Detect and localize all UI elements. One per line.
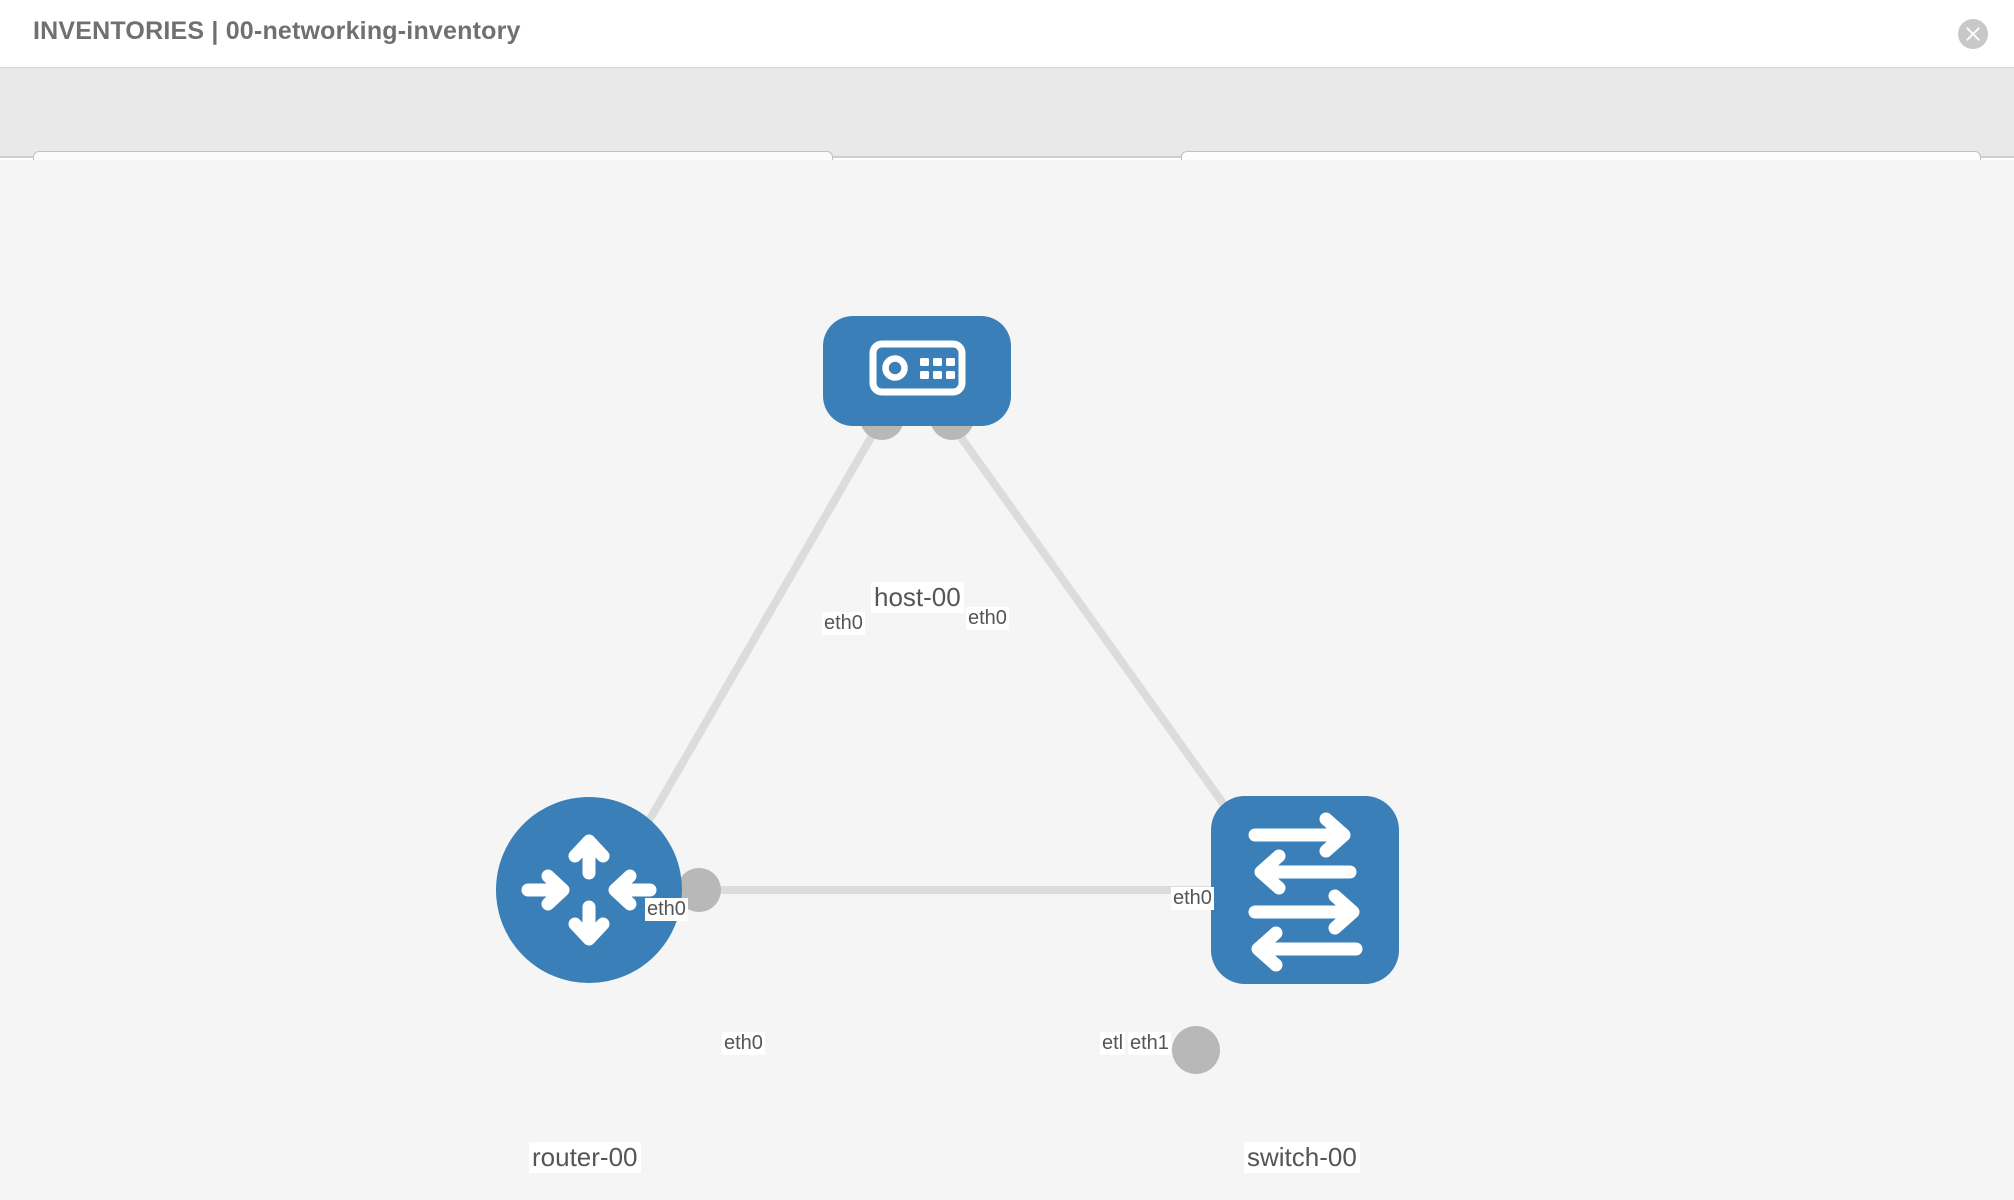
edge-host00-router00 [621,419,884,865]
topology-canvas[interactable]: host-00 router-00 switch-00 eth0 eth0 et… [0,160,2014,1200]
node-host-00 [823,316,1011,426]
iface-label-host00-left: eth0 [822,612,865,635]
node-router-00 [496,797,682,983]
node-label-host-00: host-00 [871,582,964,613]
topology-edges [621,419,1269,894]
iface-label-router00-uplink: eth0 [645,898,688,921]
node-label-switch-00: switch-00 [1244,1142,1360,1173]
router-arrows-icon [521,834,657,946]
page-header: INVENTORIES | 00-networking-inventory [0,0,2014,68]
switch-arrows-icon [1248,812,1363,972]
node-host-00-shape [823,316,1011,426]
page-title: INVENTORIES | 00-networking-inventory [33,17,521,45]
iface-label-router00-eth0: eth0 [722,1032,765,1055]
iface-label-host00-right: eth0 [966,607,1009,630]
node-switch-00 [1211,796,1399,984]
close-icon[interactable] [1958,19,1988,49]
edge-host00-switch00 [946,419,1269,865]
node-label-router-00: router-00 [529,1142,641,1173]
node-switch-00-shape [1211,796,1399,984]
port-switch00-left [1172,1026,1220,1074]
iface-label-switch00-eth1: eth1 [1128,1032,1171,1055]
iface-label-switch00-uplink: eth0 [1171,887,1214,910]
topology-graph [496,316,1399,1074]
port-router00-right [677,868,721,912]
node-router-00-shape [496,797,682,983]
server-appliance-icon [869,340,966,396]
iface-label-switch00-partial: etl [1100,1032,1126,1055]
toolbar: ACTIONS SEARCH [0,68,2014,204]
